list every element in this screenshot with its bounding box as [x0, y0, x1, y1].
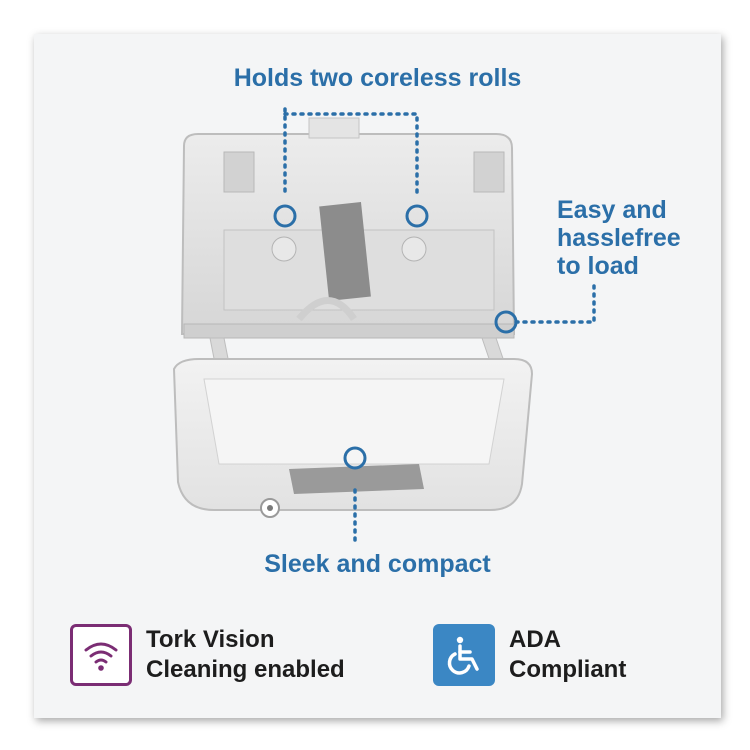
- callout-easy-to-load: Easy and hasslefree to load: [557, 196, 717, 280]
- callout-markers: [273, 204, 518, 470]
- callout-holds-two-rolls: Holds two coreless rolls: [233, 64, 522, 92]
- feature-tork-vision-line-1: Tork Vision: [146, 626, 275, 653]
- feature-tork-vision-line-2: Cleaning enabled: [146, 656, 345, 683]
- feature-ada-text: ADA Compliant: [509, 625, 626, 685]
- dispenser-back-housing: [180, 117, 516, 339]
- callout-easy-line-1: Easy and: [557, 196, 667, 224]
- ada-badge: [433, 624, 495, 686]
- feature-ada: ADA Compliant: [433, 624, 626, 686]
- callout-sleek-compact: Sleek and compact: [264, 550, 491, 578]
- feature-ada-line-2: Compliant: [509, 656, 627, 683]
- feature-tork-vision: Tork Vision Cleaning enabled: [70, 624, 345, 686]
- wheelchair-icon: [447, 636, 479, 675]
- callout-easy-line-3: to load: [557, 252, 639, 280]
- feature-ada-line-1: ADA: [509, 626, 561, 653]
- callout-easy-line-2: hasslefree: [557, 224, 681, 252]
- product-card: Holds two coreless rolls Easy and hassle…: [34, 34, 721, 718]
- feature-tork-vision-text: Tork Vision Cleaning enabled: [146, 625, 345, 685]
- wifi-badge: [70, 624, 132, 686]
- callout-leader-lines: [283, 107, 596, 544]
- wifi-icon: [84, 642, 118, 671]
- dispenser-illustration: [172, 107, 596, 544]
- dispenser-front-cover: [172, 358, 534, 518]
